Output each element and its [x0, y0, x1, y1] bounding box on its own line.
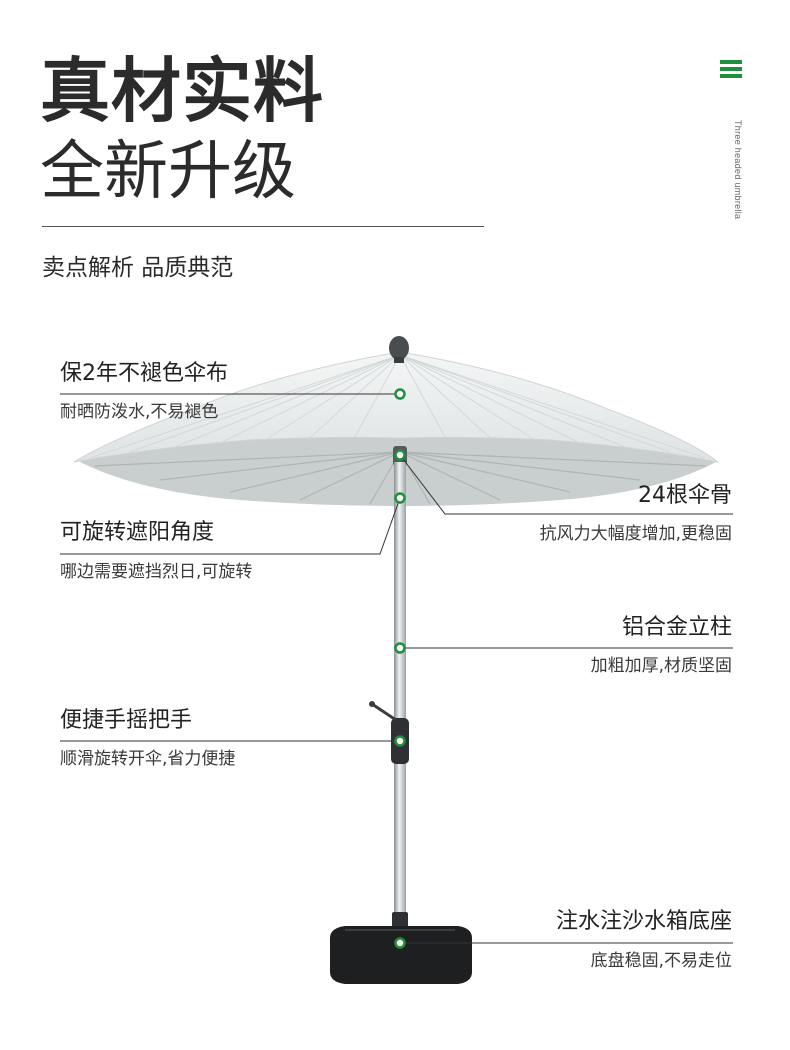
crank-handle [371, 702, 397, 722]
callout-dot-rotate [394, 492, 406, 504]
feature-desc-crank: 顺滑旋转开伞,省力便捷 [60, 749, 236, 769]
callout-dot-pole [394, 642, 406, 654]
tagline: 卖点解析 品质典范 [42, 255, 234, 281]
side-caption: Three headed umbrella [733, 120, 743, 220]
pole [394, 462, 406, 917]
callout-dot-canopy [394, 388, 406, 400]
menu-icon[interactable] [720, 60, 742, 78]
feature-title-pole: 铝合金立柱 [621, 615, 732, 640]
page-subtitle: 全新升级 [40, 135, 296, 209]
title-divider [42, 226, 484, 227]
feature-title-crank: 便捷手摇把手 [60, 708, 193, 733]
feature-desc-rotate: 哪边需要遮挡烈日,可旋转 [60, 562, 253, 582]
feature-title-base: 注水注沙水箱底座 [555, 909, 732, 934]
feature-title-ribs: 24根伞骨 [638, 483, 732, 508]
callout-dot-base [394, 937, 406, 949]
callout-dot-crank [394, 735, 406, 747]
feature-title-rotate: 可旋转遮阳角度 [60, 520, 215, 545]
callout-dot-ribs [394, 449, 406, 461]
finial [389, 336, 409, 360]
canopy [73, 351, 719, 463]
page-title: 真材实料 [40, 50, 324, 132]
feature-desc-ribs: 抗风力大幅度增加,更稳固 [539, 524, 732, 544]
feature-desc-base: 底盘稳固,不易走位 [590, 951, 732, 971]
feature-desc-canopy: 耐晒防泼水,不易褪色 [60, 402, 219, 422]
water-base [330, 926, 472, 984]
feature-desc-pole: 加粗加厚,材质坚固 [590, 656, 732, 676]
feature-title-canopy: 保2年不褪色伞布 [60, 361, 228, 386]
